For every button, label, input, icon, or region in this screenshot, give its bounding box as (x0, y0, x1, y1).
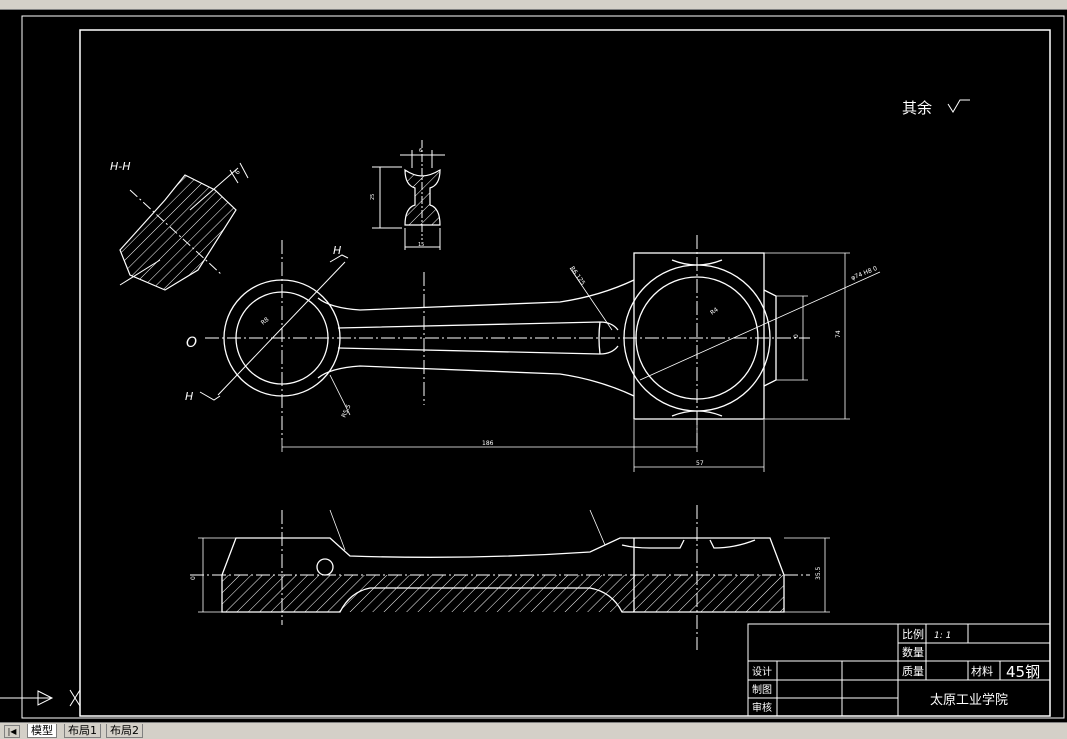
tab-layout2[interactable]: 布局2 (106, 724, 143, 738)
cad-drawing[interactable]: 其余 H-H 6 6 25 15 (0, 10, 1067, 722)
dim-0: 0 (793, 334, 800, 338)
dim-r8: R8 (260, 316, 271, 327)
front-dims (281, 252, 881, 472)
section-label: H-H (110, 160, 131, 173)
toolbar-button-3[interactable] (120, 0, 134, 8)
toolbar-button-8[interactable] (975, 0, 989, 8)
tb-quantity-label: 数量 (902, 646, 924, 659)
svg-text:15: 15 (418, 242, 424, 248)
svg-text:6: 6 (234, 169, 242, 176)
toolbar-button-4[interactable] (230, 0, 244, 8)
drawing-canvas[interactable]: 其余 H-H 6 6 25 15 (0, 10, 1067, 722)
dim-0-bottom: 0 (190, 576, 197, 580)
tb-scale-value: 1: 1 (934, 631, 951, 641)
section-hh: 6 (119, 162, 249, 291)
toolbar-button-7[interactable] (920, 0, 934, 8)
roughness-symbol (947, 99, 970, 113)
ucs-icon (0, 689, 81, 707)
tb-design-label: 设计 (752, 665, 772, 678)
svg-text:25: 25 (370, 194, 376, 200)
toolbar (0, 0, 1067, 10)
cut-lines (199, 254, 349, 401)
dim-r5: R5.5 (340, 403, 352, 419)
layout-tabbar: |◀ 模型 布局1 布局2 (0, 722, 1067, 739)
tab-layout1[interactable]: 布局1 (64, 724, 101, 738)
tb-school: 太原工业学院 (930, 692, 1008, 708)
dim-186: 186 (482, 440, 494, 447)
tab-nav-first-button[interactable]: |◀ (4, 725, 20, 738)
toolbar-button-6[interactable] (600, 0, 614, 8)
dim-r6: R6.125 (568, 265, 586, 287)
tb-scale-label: 比例 (902, 627, 924, 641)
tb-mass-label: 质量 (902, 665, 924, 678)
dim-57: 57 (696, 460, 704, 467)
tb-material-label: 材料 (971, 664, 993, 678)
tab-model[interactable]: 模型 (27, 724, 57, 738)
toolbar-button-5[interactable] (310, 0, 324, 8)
tb-check-label: 审核 (752, 701, 772, 714)
outer-frame (21, 15, 1065, 719)
centerlines (205, 235, 810, 445)
tb-material-value: 45钢 (1006, 663, 1040, 681)
bottom-centerlines (190, 505, 810, 650)
center-label: O (186, 335, 197, 351)
inner-frame (79, 29, 1051, 717)
dim-35: 35.5 (815, 566, 822, 580)
dim-74: 74 (835, 330, 842, 338)
title-block (747, 623, 1051, 717)
cut-label-bottom: H (185, 390, 193, 403)
front-view (223, 252, 777, 420)
toolbar-button-1[interactable] (8, 0, 22, 8)
bottom-dims (198, 509, 830, 613)
svg-text:6: 6 (419, 148, 422, 154)
cut-label-top: H (333, 244, 341, 257)
toolbar-button-2[interactable] (40, 0, 54, 8)
surface-note: 其余 (902, 99, 932, 117)
dim-r4: R4 (709, 306, 720, 316)
tb-draw-label: 制图 (752, 683, 772, 696)
ibeam-section: 6 25 15 (370, 140, 445, 250)
